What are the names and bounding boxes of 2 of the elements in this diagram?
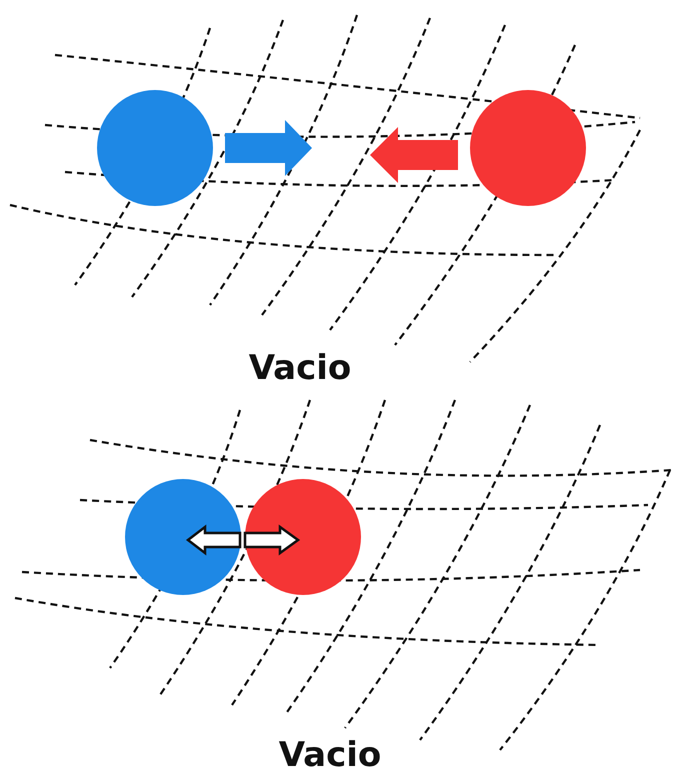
panel-label: Vacio [278,735,382,772]
panel-label: Vacio [248,348,352,388]
